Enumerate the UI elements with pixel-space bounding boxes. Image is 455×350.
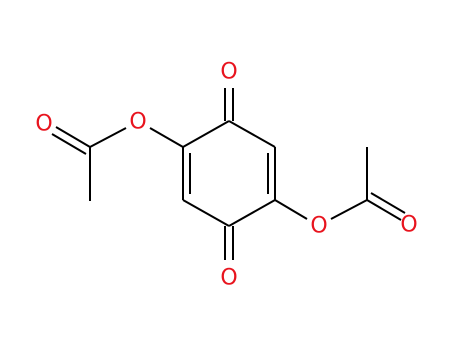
bond-cacyl-ocarbonyl-right-b: [370, 192, 406, 214]
bond-c3-c4: [228, 199, 276, 227]
atom-o-carbonyl-right: O: [400, 213, 417, 238]
bond-cacyl-ocarbonyl-left-a: [55, 126, 91, 148]
top-carbonyl: [224, 88, 234, 121]
ring-bonds: [182, 120, 276, 227]
bottom-carbonyl: [224, 226, 234, 260]
bond-c6-oester-left: [149, 127, 184, 148]
bond-c6-c1: [182, 120, 230, 148]
bond-oester-cacyl-right: [330, 199, 368, 220]
right-acetoxy: [274, 147, 406, 221]
bond-c1-c2: [228, 120, 276, 148]
atom-o-ester-right: O: [310, 214, 327, 239]
bond-c3-oester-right: [274, 199, 308, 220]
bond-cacyl-ocarbonyl-right-a: [366, 199, 402, 221]
bond-cacyl-ocarbonyl-left-b: [51, 133, 87, 155]
atom-o-ester-left: O: [129, 110, 146, 135]
atom-o-carbonyl-left: O: [35, 112, 52, 137]
atom-o-bottom: O: [220, 266, 237, 291]
bond-c4-c5: [182, 199, 230, 227]
left-acetoxy: [51, 126, 184, 201]
bond-oester-cacyl-left: [89, 127, 127, 148]
atom-o-top: O: [220, 60, 237, 85]
atom-labels: O O O O O O: [35, 60, 417, 291]
